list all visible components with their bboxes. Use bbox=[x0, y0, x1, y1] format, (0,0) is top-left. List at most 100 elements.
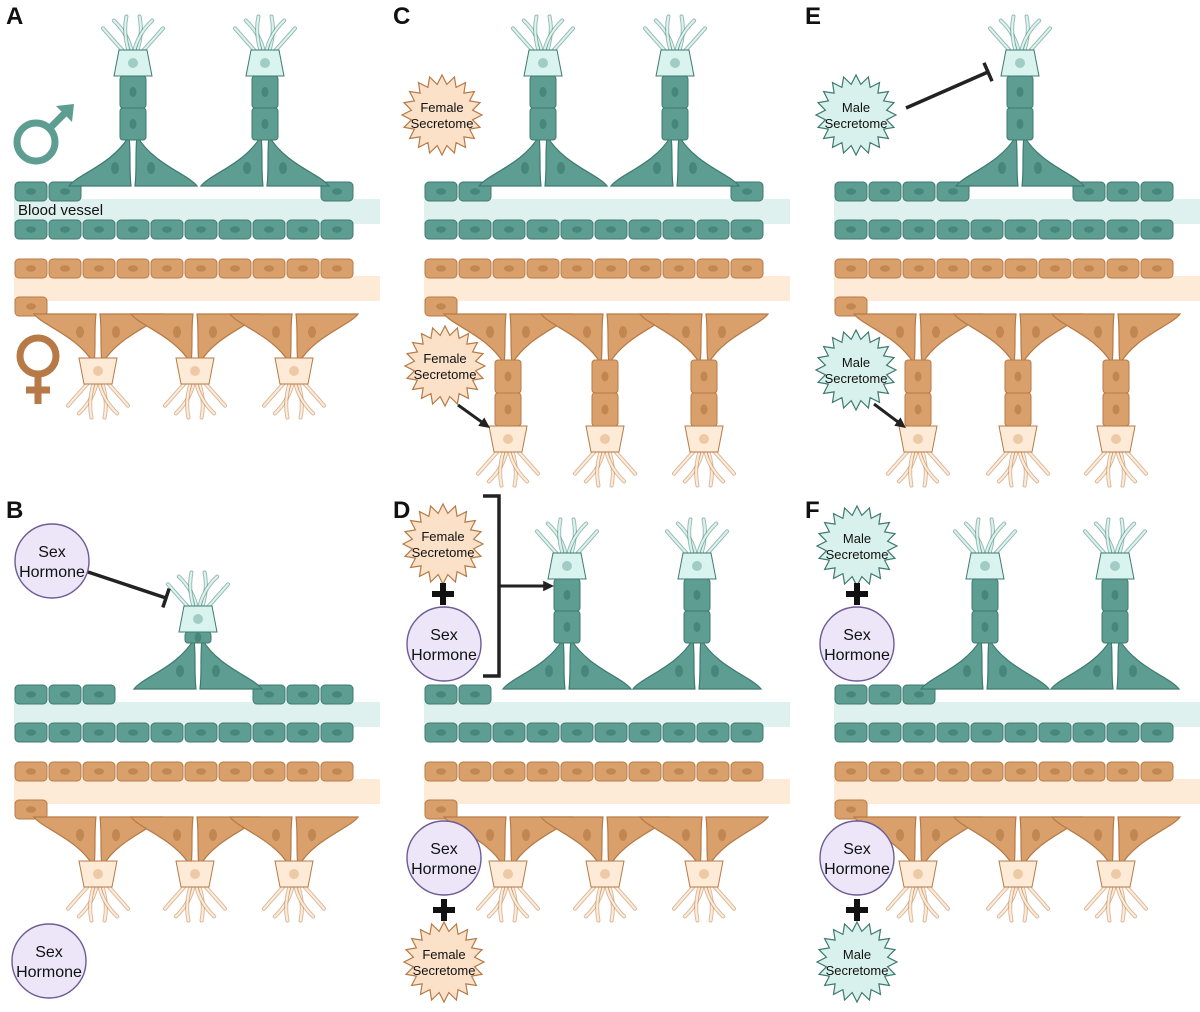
cell-nucleus bbox=[173, 829, 181, 841]
tip-cell bbox=[988, 14, 1052, 77]
base-cell bbox=[199, 134, 264, 187]
vessel-lumen bbox=[424, 276, 790, 301]
cell-nucleus bbox=[209, 326, 217, 338]
tip-cell bbox=[1084, 860, 1148, 923]
angiogenic-sprout bbox=[501, 517, 633, 690]
stimulation-arrow bbox=[457, 403, 490, 428]
cell-nucleus bbox=[470, 226, 480, 233]
cell-nucleus bbox=[1130, 326, 1138, 338]
cell-nucleus bbox=[1014, 404, 1022, 415]
angiogenic-sprout bbox=[638, 816, 770, 923]
cell-nucleus bbox=[264, 768, 274, 775]
cell-nucleus bbox=[1016, 265, 1026, 272]
cell-nucleus bbox=[436, 188, 446, 195]
cell-nucleus bbox=[896, 829, 904, 841]
cell-nucleus bbox=[94, 691, 104, 698]
cell-nucleus bbox=[996, 829, 1004, 841]
cell-nucleus bbox=[230, 265, 240, 272]
cell-nucleus bbox=[504, 371, 512, 382]
cell-nucleus bbox=[1050, 768, 1060, 775]
tip-cell bbox=[1084, 425, 1148, 488]
cell-nucleus bbox=[26, 768, 36, 775]
inhibit-bar bbox=[982, 62, 994, 82]
cell-nucleus bbox=[640, 729, 650, 736]
cell-nucleus bbox=[572, 265, 582, 272]
base-cell bbox=[638, 313, 703, 366]
cell-nucleus bbox=[601, 404, 609, 415]
cell-nucleus bbox=[504, 265, 514, 272]
cell-nucleus bbox=[1093, 665, 1101, 677]
cell-nucleus bbox=[436, 768, 446, 775]
base-cell bbox=[986, 637, 1051, 690]
secretome-label: Male bbox=[843, 947, 871, 962]
cell-nucleus bbox=[1118, 226, 1128, 233]
cell-nucleus bbox=[538, 729, 548, 736]
cell-nucleus bbox=[700, 404, 708, 415]
tip-cell-body bbox=[274, 860, 314, 888]
cell-nucleus bbox=[128, 729, 138, 736]
tip-cell-nucleus bbox=[190, 869, 200, 879]
hormone-label: Hormone bbox=[824, 647, 890, 664]
angiogenic-sprout bbox=[954, 14, 1086, 187]
cell-nucleus bbox=[1118, 768, 1128, 775]
tip-cell bbox=[986, 860, 1050, 923]
vessel-lumen bbox=[14, 779, 380, 804]
cell-nucleus bbox=[504, 729, 514, 736]
angiogenic-sprout bbox=[539, 313, 671, 488]
base-cell bbox=[539, 816, 604, 869]
cell-nucleus bbox=[711, 665, 719, 677]
hormone-label: Hormone bbox=[824, 861, 890, 878]
base-cell bbox=[705, 816, 770, 869]
tip-cell-nucleus bbox=[1013, 434, 1023, 444]
base-cell bbox=[129, 313, 194, 366]
cell-nucleus bbox=[1152, 188, 1162, 195]
cell-nucleus bbox=[538, 768, 548, 775]
vessel-lumen bbox=[834, 276, 1200, 301]
tip-cell-body bbox=[1000, 49, 1040, 77]
cell-nucleus bbox=[470, 265, 480, 272]
cell-nucleus bbox=[162, 768, 172, 775]
cell-nucleus bbox=[563, 590, 571, 600]
tip-cell-nucleus bbox=[503, 869, 513, 879]
base-cell bbox=[1116, 637, 1181, 690]
tip-cell-nucleus bbox=[190, 366, 200, 376]
cell-nucleus bbox=[880, 729, 890, 736]
cell-nucleus bbox=[436, 226, 446, 233]
cell-nucleus bbox=[1130, 829, 1138, 841]
cell-nucleus bbox=[298, 226, 308, 233]
cell-nucleus bbox=[60, 188, 70, 195]
panel-label-f: F bbox=[805, 497, 820, 524]
cell-nucleus bbox=[332, 265, 342, 272]
tip-cell bbox=[573, 860, 637, 923]
cell-nucleus bbox=[1084, 265, 1094, 272]
cell-nucleus bbox=[26, 265, 36, 272]
tip-cell-nucleus bbox=[699, 869, 709, 879]
cell-nucleus bbox=[880, 265, 890, 272]
cell-nucleus bbox=[671, 87, 679, 97]
base-cell bbox=[1050, 313, 1115, 366]
tip-cell bbox=[886, 425, 950, 488]
tip-cell-nucleus bbox=[692, 561, 702, 571]
cell-nucleus bbox=[162, 226, 172, 233]
base-cell bbox=[1049, 637, 1114, 690]
cell-nucleus bbox=[948, 226, 958, 233]
tip-cell-body bbox=[175, 860, 215, 888]
female-symbol-icon bbox=[16, 334, 60, 404]
starburst-shape bbox=[403, 324, 487, 408]
angiogenic-sprout bbox=[32, 313, 164, 420]
cell-nucleus bbox=[1014, 371, 1022, 382]
angiogenic-sprout bbox=[1050, 313, 1182, 488]
cell-nucleus bbox=[1129, 665, 1137, 677]
cell-nucleus bbox=[846, 226, 856, 233]
cell-nucleus bbox=[948, 265, 958, 272]
secretome-label: Female bbox=[421, 529, 464, 544]
cell-nucleus bbox=[708, 226, 718, 233]
